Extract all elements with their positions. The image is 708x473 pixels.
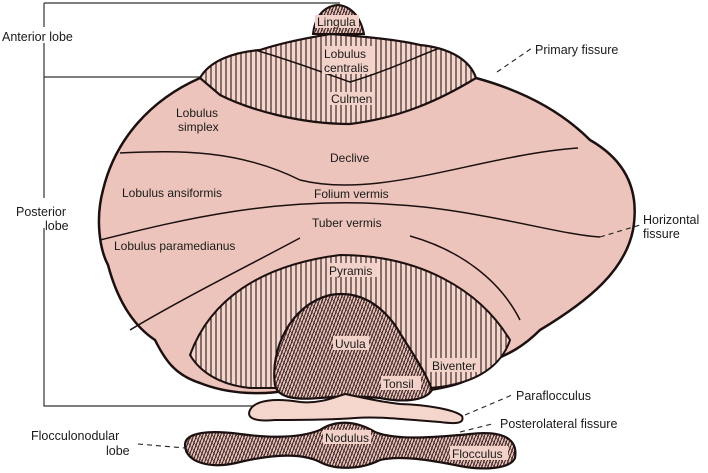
label-anterior-lobe: Anterior lobe bbox=[2, 30, 73, 44]
label-tuber-vermis: Tuber vermis bbox=[312, 216, 382, 230]
label-flocculus: Flocculus bbox=[452, 447, 503, 461]
lobe-brackets bbox=[43, 2, 340, 407]
label-posterior-lobe-1: Posterior bbox=[16, 205, 66, 219]
label-lobulus-simplex-1: Lobulus bbox=[176, 106, 218, 120]
label-flocculonodular-2: lobe bbox=[106, 444, 130, 458]
label-posterolateral-fissure: Posterolateral fissure bbox=[500, 417, 617, 431]
label-lingula: Lingula bbox=[317, 15, 356, 29]
label-horizontal-fissure-2: fissure bbox=[643, 227, 680, 241]
label-uvula: Uvula bbox=[335, 337, 366, 351]
label-lobulus-simplex-2: simplex bbox=[178, 120, 219, 134]
label-lobulus-centralis-2: centralis bbox=[324, 61, 369, 75]
label-pyramis: Pyramis bbox=[329, 264, 372, 278]
leader-lines bbox=[137, 47, 641, 449]
fissure-lines bbox=[99, 147, 601, 331]
label-paraflocculus: Paraflocculus bbox=[516, 389, 591, 403]
label-culmen: Culmen bbox=[331, 92, 372, 106]
label-lobulus-centralis-1: Lobulus bbox=[324, 47, 366, 61]
label-flocculonodular-1: Flocculonodular bbox=[31, 429, 119, 443]
label-lobulus-ansiformis: Lobulus ansiformis bbox=[122, 186, 222, 200]
label-primary-fissure: Primary fissure bbox=[535, 43, 618, 57]
region-flocculonodular bbox=[183, 421, 517, 470]
label-lobulus-paramedianus: Lobulus paramedianus bbox=[114, 239, 235, 253]
label-declive: Declive bbox=[330, 151, 370, 165]
label-folium-vermis: Folium vermis bbox=[314, 187, 389, 201]
label-biventer: Biventer bbox=[432, 359, 476, 373]
posterior-lobe-bracket bbox=[43, 77, 285, 407]
label-nodulus: Nodulus bbox=[325, 431, 369, 445]
label-horizontal-fissure-1: Horizontal bbox=[643, 213, 699, 227]
label-posterior-lobe-2: lobe bbox=[45, 219, 69, 233]
region-paraflocculus bbox=[248, 392, 464, 425]
label-tonsil: Tonsil bbox=[383, 377, 414, 391]
